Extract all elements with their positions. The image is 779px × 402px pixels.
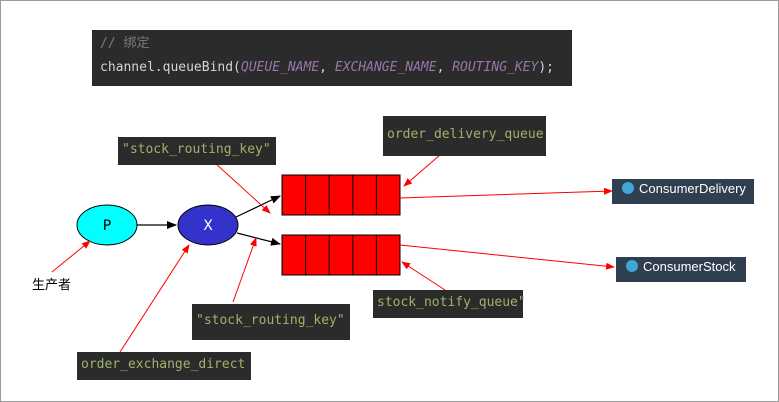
consumer-stock-label: ConsumerStock <box>643 259 736 274</box>
code-call: channel.queueBind( <box>100 60 241 75</box>
exchange-to-delivery-queue-arrow <box>235 195 281 218</box>
routing-key-bottom-tag: "stock_routing_key" <box>192 304 350 340</box>
code-comment: // 绑定 <box>100 36 150 51</box>
exchange-node-label: X <box>203 218 213 234</box>
exchange-node <box>177 204 239 246</box>
consumer-delivery-box: ConsumerDelivery <box>612 179 754 204</box>
exchange-label-pointer <box>119 244 190 353</box>
exchange-to-notify-queue-arrow <box>236 232 281 246</box>
code-arg-queue-name: QUEUE_NAME <box>240 60 320 75</box>
delivery-queue <box>281 174 401 216</box>
code-snippet: // 绑定 channel.queueBind(QUEUE_NAME, EXCH… <box>92 30 572 86</box>
notify-queue-to-consumer-arrow <box>399 244 615 270</box>
producer-node-label: P <box>103 218 111 234</box>
notify-queue-tag: stock_notify_queue" <box>373 290 526 318</box>
consumer-class-icon <box>626 260 638 272</box>
code-arg-routing-key: ROUTING_KEY <box>452 60 539 75</box>
delivery-queue-to-consumer-arrow <box>399 187 613 199</box>
code-sep-2: , <box>436 60 453 75</box>
consumer-delivery-underbar <box>612 200 754 204</box>
consumer-class-icon <box>622 182 634 194</box>
delivery-queue-tag: order_delivery_queue <box>383 116 546 156</box>
consumer-delivery-label: ConsumerDelivery <box>639 181 746 196</box>
producer-caption: 生产者 <box>32 278 72 293</box>
routing-key-top-tag: "stock_routing_key" <box>118 137 276 165</box>
exchange-name-tag: order_exchange_direct <box>77 352 251 380</box>
producer-label-pointer <box>51 240 91 273</box>
consumer-stock-box: ConsumerStock <box>616 257 746 282</box>
delivery-queue-label-pointer <box>403 154 441 187</box>
code-arg-exchange-name: EXCHANGE_NAME <box>334 60 437 75</box>
routing-key-top-pointer <box>214 162 271 214</box>
consumer-stock-underbar <box>616 278 746 282</box>
code-sep-1: , <box>319 60 335 75</box>
routing-key-bottom-pointer <box>232 237 257 303</box>
notify-queue-label-pointer <box>401 261 446 291</box>
code-close: ); <box>538 60 554 75</box>
notify-queue <box>281 234 401 276</box>
